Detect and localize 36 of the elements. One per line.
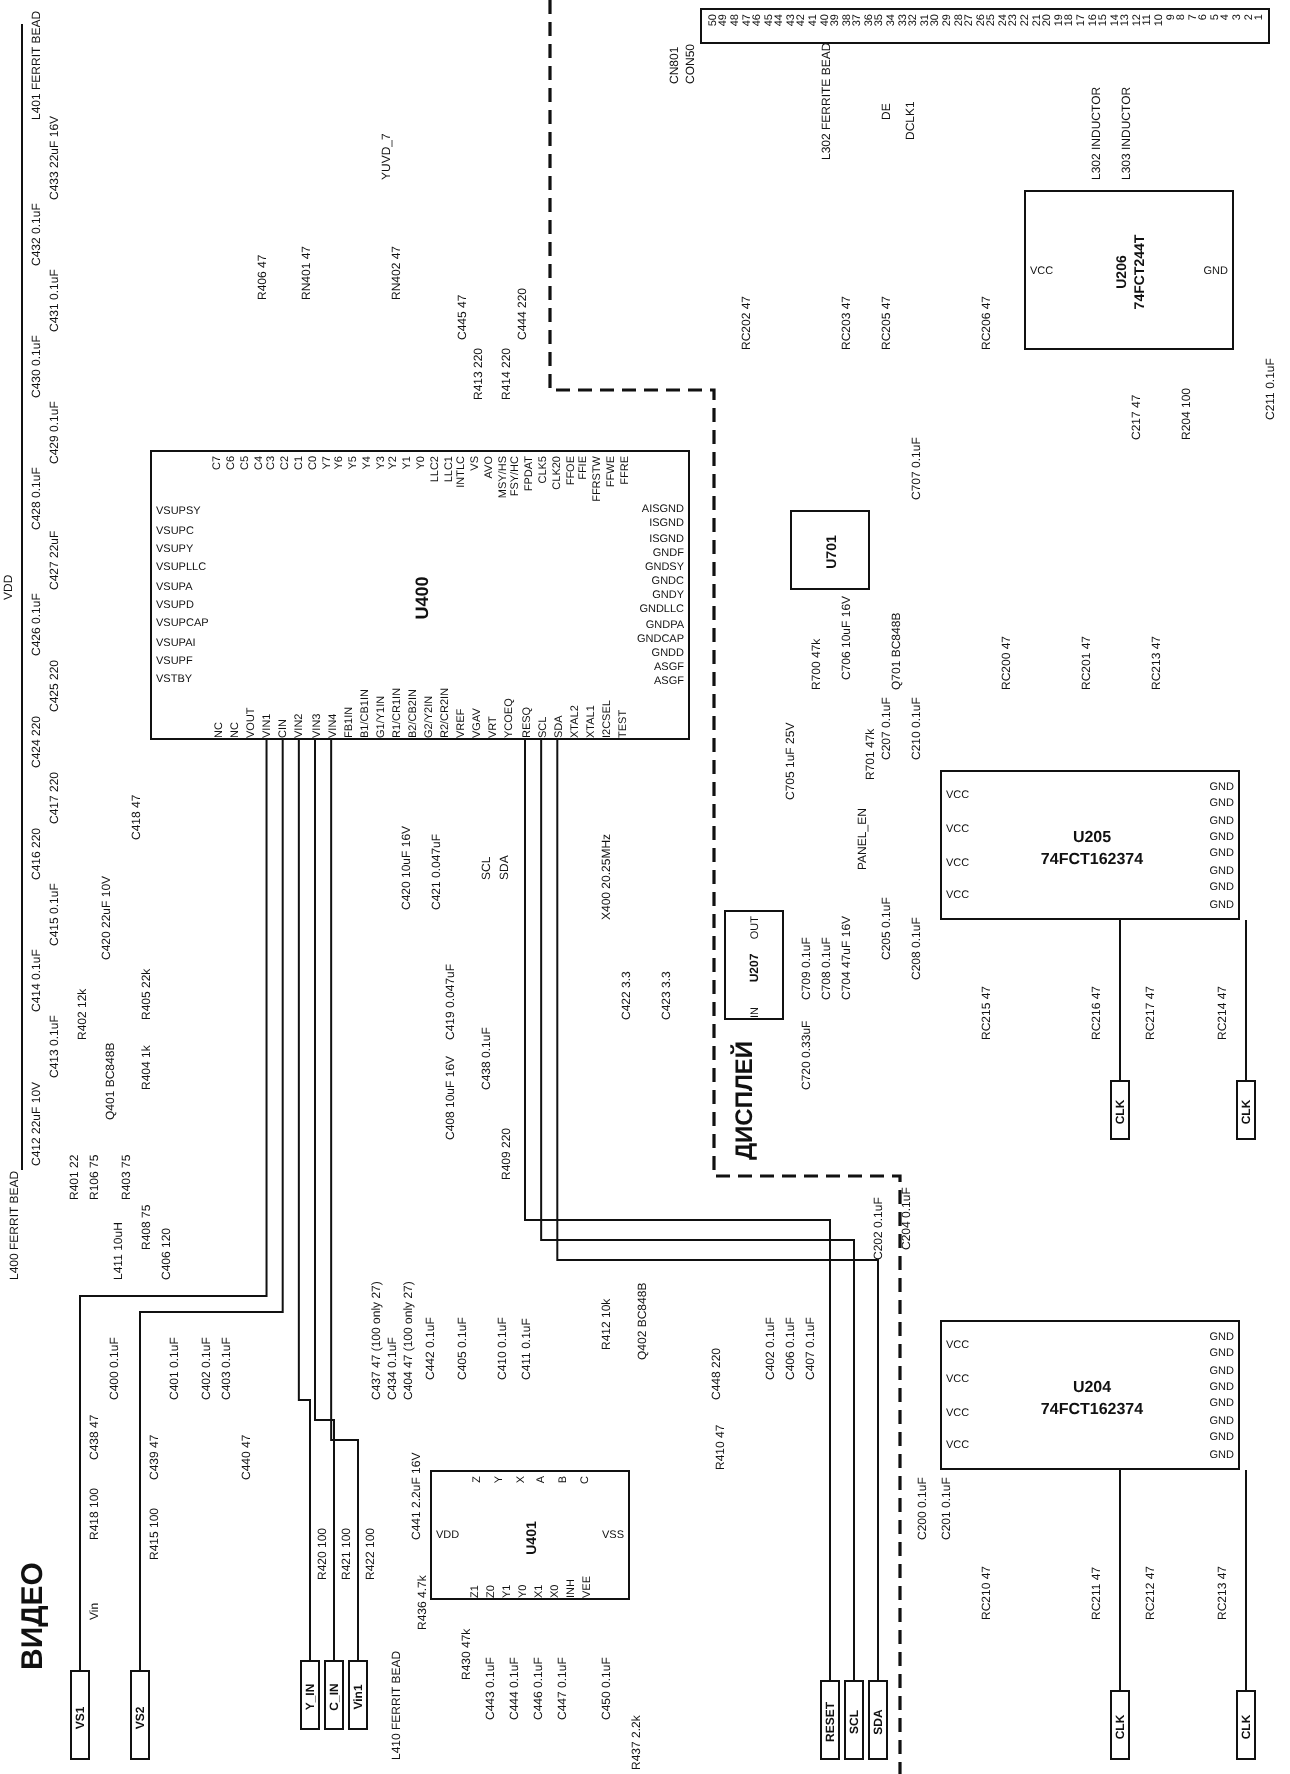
wire (139, 739, 284, 1671)
connector-header (700, 8, 1270, 44)
ic-chip (724, 910, 784, 1020)
ic-chip (940, 1320, 1240, 1470)
net-tag (70, 1670, 90, 1760)
wire (1245, 919, 1247, 1081)
wire (79, 739, 268, 1671)
net-tag (324, 1660, 344, 1730)
net-tag (1110, 1690, 1130, 1760)
wire (330, 739, 359, 1661)
ic-chip (790, 510, 870, 590)
ic-chip (150, 450, 690, 740)
part-number: 74FCT162374 (1038, 847, 1146, 869)
net-tag (1110, 1080, 1130, 1140)
net-tag (300, 1660, 320, 1730)
net-tag (844, 1680, 864, 1760)
wire (1119, 919, 1121, 1081)
wire (297, 739, 311, 1661)
wire (314, 739, 335, 1661)
reference-designator: U400 (411, 573, 433, 623)
ic-chip (1024, 190, 1234, 350)
reference-designator: U205 (1070, 825, 1114, 847)
part-number: 74FCT162374 (1038, 1397, 1146, 1419)
wire (1245, 1469, 1247, 1691)
net-tag (868, 1680, 888, 1760)
net-tag (1236, 1690, 1256, 1760)
reference-designator: U204 (1070, 1375, 1114, 1397)
section-title: ВИДЕО (16, 1562, 52, 1670)
ic-chip (940, 770, 1240, 920)
section-title: ДИСПЛЕЙ (730, 1040, 760, 1160)
net-tag (348, 1660, 368, 1730)
net-tag (130, 1670, 150, 1760)
ic-chip (430, 1470, 630, 1600)
net-tag (820, 1680, 840, 1760)
net-tag (1236, 1080, 1256, 1140)
wire (1119, 1469, 1121, 1691)
